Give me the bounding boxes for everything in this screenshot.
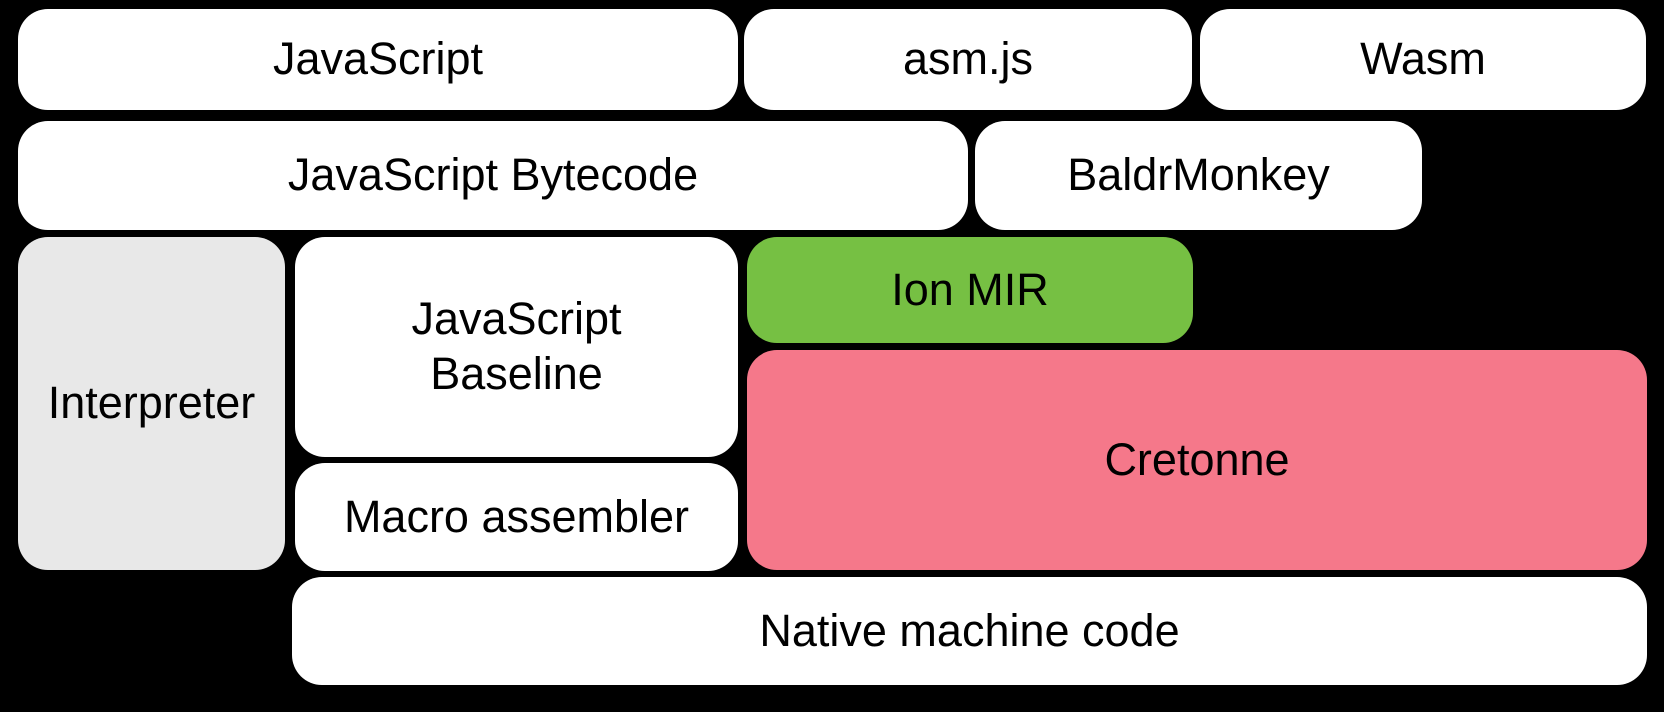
node-asm-js: asm.js (744, 9, 1192, 110)
node-asm-js-label: asm.js (902, 33, 1033, 85)
node-native-machine-code-label: Native machine code (759, 604, 1180, 656)
node-ion-mir: Ion MIR (747, 237, 1193, 343)
node-cretonne: Cretonne (747, 350, 1647, 570)
node-cretonne-label: Cretonne (1104, 433, 1290, 485)
node-wasm: Wasm (1200, 9, 1646, 110)
node-ion-mir-label: Ion MIR (891, 263, 1049, 315)
node-javascript-bytecode: JavaScript Bytecode (18, 121, 968, 230)
node-javascript-baseline: JavaScript Baseline (295, 237, 738, 457)
node-baldrmonkey: BaldrMonkey (975, 121, 1422, 230)
node-macro-assembler-label: Macro assembler (343, 490, 690, 542)
node-wasm-label: Wasm (1360, 33, 1486, 85)
node-javascript: JavaScript (18, 9, 738, 110)
node-baldrmonkey-label: BaldrMonkey (1067, 149, 1330, 201)
node-macro-assembler: Macro assembler (295, 463, 738, 571)
node-interpreter-label: Interpreter (47, 377, 256, 429)
node-javascript-bytecode-label: JavaScript Bytecode (287, 149, 699, 201)
node-javascript-label: JavaScript (272, 33, 484, 85)
node-interpreter: Interpreter (18, 237, 285, 570)
node-native-machine-code: Native machine code (292, 577, 1647, 685)
node-javascript-baseline-label: JavaScript Baseline (411, 293, 622, 399)
